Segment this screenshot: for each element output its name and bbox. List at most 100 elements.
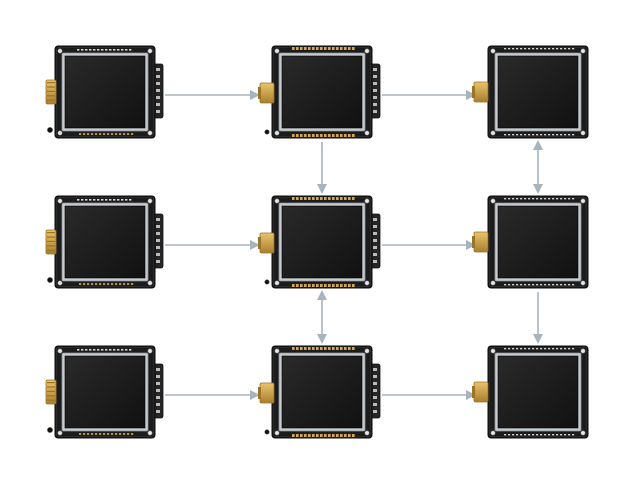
pin — [308, 434, 311, 437]
lcd-screen — [281, 355, 363, 429]
pin — [93, 349, 96, 351]
pin — [332, 197, 335, 200]
side-pin — [373, 368, 377, 371]
pin — [344, 134, 347, 137]
mount-hole — [490, 430, 496, 436]
pin — [312, 197, 315, 200]
pin — [121, 49, 124, 51]
pin — [556, 198, 559, 200]
pin — [512, 348, 515, 350]
pin — [292, 284, 295, 287]
pin — [107, 433, 110, 435]
ribbon-line — [47, 99, 55, 101]
pin — [308, 47, 311, 50]
pin-header — [79, 283, 134, 285]
pin-header — [77, 199, 132, 201]
pin — [300, 347, 303, 350]
side-pin — [373, 382, 377, 385]
mount-hole — [274, 198, 280, 204]
pin — [105, 49, 108, 51]
pin — [340, 47, 343, 50]
component-dot — [47, 427, 53, 433]
pin-header — [292, 434, 355, 437]
pin — [109, 49, 112, 51]
mount-hole — [57, 280, 63, 286]
side-pin — [156, 239, 160, 242]
pin — [528, 284, 531, 286]
pin — [320, 197, 323, 200]
pin — [352, 347, 355, 350]
pin — [324, 197, 327, 200]
pin — [123, 133, 126, 135]
side-pin — [156, 403, 160, 406]
pin — [520, 198, 523, 200]
pin — [85, 199, 88, 201]
pin — [312, 134, 315, 137]
pin — [340, 134, 343, 137]
pin — [328, 47, 331, 50]
pin — [332, 347, 335, 350]
pin — [336, 134, 339, 137]
pin — [332, 134, 335, 137]
side-pin — [373, 389, 377, 392]
pin — [528, 348, 531, 350]
pin — [344, 434, 347, 437]
side-pin — [156, 253, 160, 256]
pin — [87, 283, 90, 285]
display-module-m2 — [258, 45, 381, 139]
mount-hole — [580, 430, 586, 436]
pin — [91, 133, 94, 135]
pin — [105, 349, 108, 351]
pin — [560, 348, 563, 350]
ribbon-line — [47, 399, 55, 401]
pin — [528, 48, 531, 50]
pin — [544, 434, 547, 436]
pin — [320, 434, 323, 437]
pin — [516, 48, 519, 50]
pin — [81, 199, 84, 201]
pin — [89, 199, 92, 201]
pin — [520, 434, 523, 436]
pin-header — [504, 348, 575, 350]
side-pin — [373, 253, 377, 256]
pin — [312, 434, 315, 437]
pin — [81, 349, 84, 351]
pin — [348, 47, 351, 50]
pin — [308, 197, 311, 200]
pin — [300, 434, 303, 437]
pin — [572, 134, 575, 136]
pin — [77, 349, 80, 351]
pin — [348, 134, 351, 137]
pin-header — [504, 48, 575, 50]
pin — [564, 434, 567, 436]
pin — [524, 434, 527, 436]
mount-hole — [57, 48, 63, 54]
pin — [528, 198, 531, 200]
pin — [320, 47, 323, 50]
mount-hole — [147, 130, 153, 136]
pin — [536, 434, 539, 436]
pin — [300, 47, 303, 50]
pin — [77, 49, 80, 51]
mount-hole — [580, 280, 586, 286]
pin — [308, 134, 311, 137]
pin-header — [504, 134, 575, 136]
mount-hole — [57, 430, 63, 436]
pin — [320, 347, 323, 350]
pin — [121, 349, 124, 351]
mount-hole — [364, 48, 370, 54]
side-pin — [373, 82, 377, 85]
pin — [560, 48, 563, 50]
pin — [340, 197, 343, 200]
side-pin — [156, 89, 160, 92]
pin — [556, 348, 559, 350]
pin — [85, 349, 88, 351]
pin — [308, 284, 311, 287]
pin — [540, 434, 543, 436]
lcd-screen — [497, 355, 579, 429]
side-pin — [156, 96, 160, 99]
pin — [544, 48, 547, 50]
mount-hole — [274, 48, 280, 54]
